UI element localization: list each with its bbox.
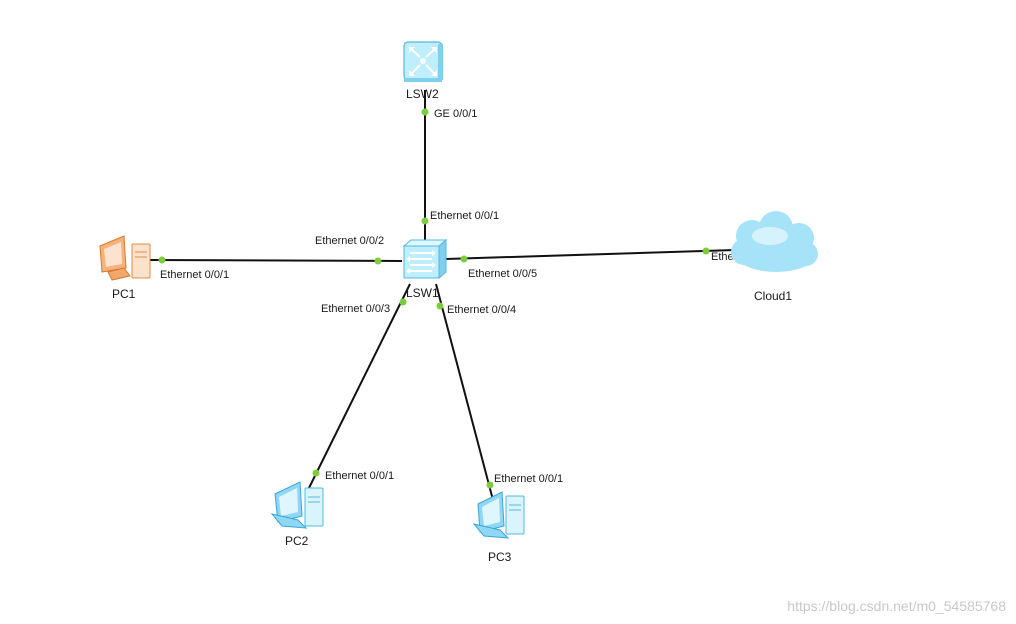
device-label-cloud1: Cloud1 [754,289,792,303]
pc-icon [270,481,324,529]
port-label-lsw2-ge001: GE 0/0/1 [434,108,477,120]
port-label-lsw1-e005: Ethernet 0/0/5 [468,268,537,280]
layer3-switch-icon [403,41,443,82]
port-dot-pc2-e001 [312,469,320,477]
pc-icon [472,491,525,539]
port-dot-lsw1-e003 [399,298,407,306]
pc-icon [99,235,151,281]
device-lsw1[interactable]: LSW1 [402,238,448,300]
watermark-text: https://blog.csdn.net/m0_54585768 [787,598,1006,614]
port-dot-lsw1-e001 [421,217,429,225]
port-dot-lsw2-ge001 [421,108,429,116]
port-label-pc1-e001: Ethernet 0/0/1 [160,269,229,281]
device-label-lsw2: LSW2 [406,87,439,101]
device-label-pc1: PC1 [112,287,136,301]
device-lsw2[interactable]: LSW2 [403,41,443,101]
port-label-lsw1-e002: Ethernet 0/0/2 [315,235,384,247]
port-label-pc3-e001: Ethernet 0/0/1 [494,473,563,485]
port-dot-pc1-e001 [158,256,166,264]
port-dot-cloud1-e001 [702,247,710,255]
device-pc2[interactable]: PC2 [270,481,324,548]
cloud-icon [731,211,818,272]
port-label-lsw1-e004: Ethernet 0/0/4 [447,304,516,316]
port-label-lsw1-e001: Ethernet 0/0/1 [430,210,499,222]
port-dot-lsw1-e002 [374,257,382,265]
port-dot-lsw1-e005 [460,255,468,263]
link-lsw1-pc1[interactable] [149,259,403,262]
port-dot-pc3-e001 [486,481,494,489]
device-label-lsw1: LSW1 [406,286,439,300]
port-label-pc2-e001: Ethernet 0/0/1 [325,470,394,482]
link-lsw1-pc2[interactable] [305,283,411,495]
port-label-lsw1-e003: Ethernet 0/0/3 [321,303,390,315]
device-label-pc3: PC3 [488,550,512,564]
switch-icon [402,238,448,280]
link-lsw1-cloud1[interactable] [445,249,736,260]
port-dot-lsw1-e004 [436,302,444,310]
device-label-pc2: PC2 [285,534,309,548]
device-cloud1[interactable]: Cloud1 [731,211,818,303]
link-lsw1-pc3[interactable] [435,283,494,501]
device-pc1[interactable]: PC1 [99,235,151,301]
device-pc3[interactable]: PC3 [472,491,525,564]
